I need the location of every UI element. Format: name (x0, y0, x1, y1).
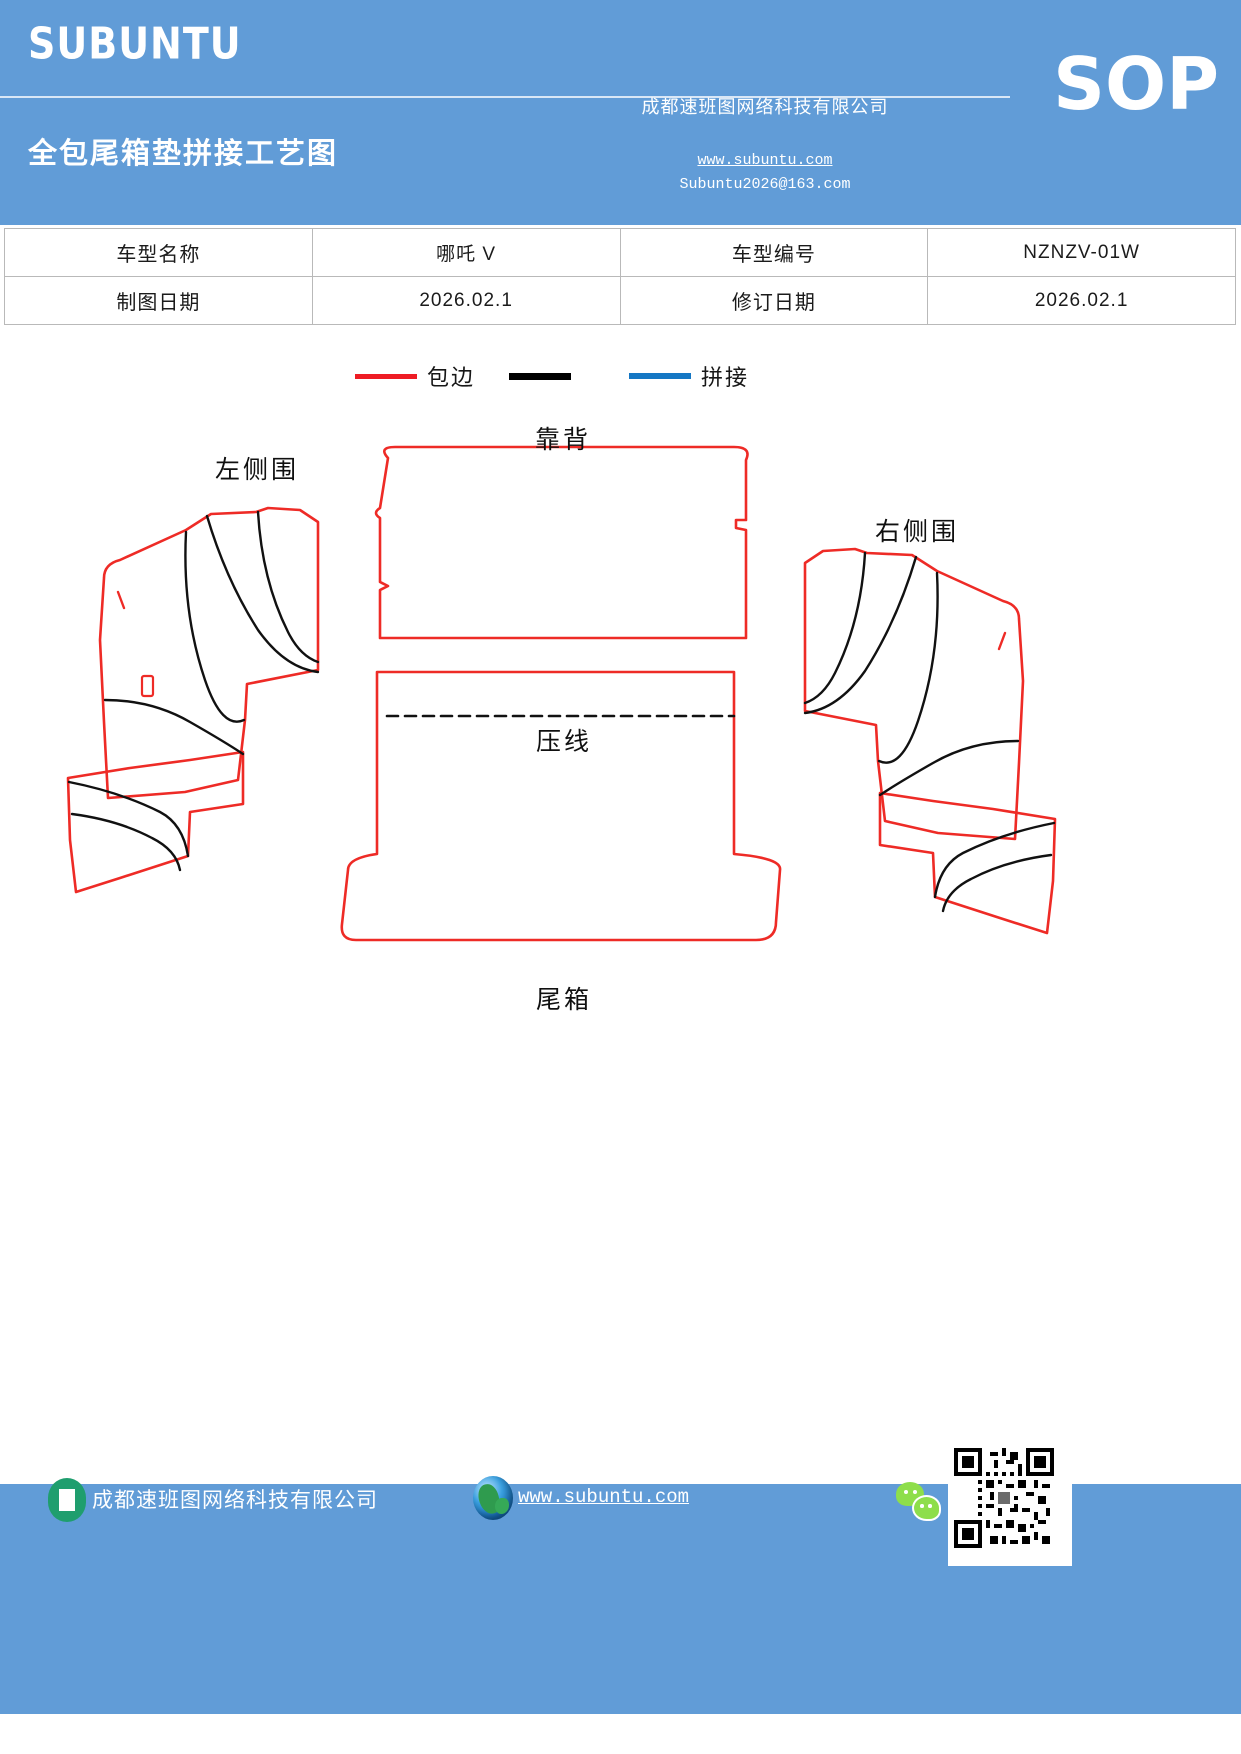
legend-swatch-splice-black-icon (509, 372, 572, 380)
pattern-svg (66, 445, 1057, 942)
building-icon (48, 1478, 86, 1522)
cell-model-code-label: 车型编号 (619, 228, 929, 277)
label-trunk: 尾箱 (536, 987, 593, 1014)
wechat-icon (896, 1482, 942, 1522)
trunk-outline (340, 670, 782, 942)
sop-badge: SOP (1053, 42, 1219, 126)
right-splice-curve-inner (877, 571, 939, 764)
left-lower-splice-2 (70, 812, 182, 872)
backrest-outline (374, 445, 749, 640)
vehicle-info-table: 车型名称 哪吒 V 车型编号 NZNZV-01W 制图日期 2026.02.1 … (4, 228, 1236, 325)
label-left-side: 左侧围 (215, 457, 300, 484)
cell-model-name-label: 车型名称 (4, 228, 313, 277)
legend-swatch-splice-blue-icon (629, 373, 692, 379)
left-splice-curve-outer (205, 514, 320, 674)
left-splice-curve-mid (256, 510, 320, 664)
document-header: SUBUNTU 全包尾箱垫拼接工艺图 SOP 成都速班图网络科技有限公司 www… (0, 0, 1241, 225)
cell-draw-date-label: 制图日期 (4, 276, 313, 325)
left-notch-slit (116, 590, 126, 610)
left-lower-strip-outline (66, 750, 245, 894)
cell-draw-date-value: 2026.02.1 (311, 276, 621, 325)
brand-logo-text: SUBUNTU (28, 18, 242, 69)
label-crease-line: 压线 (536, 729, 593, 756)
trunk-mat-pattern-drawing: 靠背 左侧围 右侧围 压线 尾箱 (0, 400, 1241, 1050)
header-website-link[interactable]: www.subuntu.com (697, 152, 833, 169)
table-row: 制图日期 2026.02.1 修订日期 2026.02.1 (4, 276, 1236, 325)
legend-swatch-binding-icon (355, 373, 417, 379)
right-lower-splice-1 (933, 821, 1056, 899)
label-right-side: 右侧围 (875, 519, 960, 546)
right-notch-slit (997, 631, 1007, 651)
left-lower-splice-1 (67, 780, 190, 858)
header-company-name: 成都速班图网络科技有限公司 (641, 97, 889, 117)
label-backrest: 靠背 (535, 427, 592, 454)
header-divider (0, 96, 1010, 98)
cell-revise-date-label: 修订日期 (619, 276, 929, 325)
left-splice-curve-inner (184, 530, 246, 723)
cell-model-code-value: NZNZV-01W (927, 228, 1236, 277)
cell-revise-date-value: 2026.02.1 (927, 276, 1236, 325)
legend-label-splice: 拼接 (701, 365, 750, 390)
legend-label-binding: 包边 (427, 365, 476, 390)
left-notch-rect (140, 674, 155, 698)
legend: 包边 拼接 (0, 360, 1241, 400)
header-email[interactable]: Subuntu2026@163.com (679, 176, 851, 193)
right-lower-strip-outline (878, 791, 1057, 935)
page-title: 全包尾箱垫拼接工艺图 (28, 136, 339, 170)
left-side-outline (98, 506, 320, 800)
globe-icon (473, 1476, 513, 1520)
left-splice-long-curve (103, 698, 245, 756)
right-splice-curve-outer (803, 555, 918, 715)
right-side-outline (803, 547, 1025, 841)
right-splice-curve-mid (803, 551, 867, 705)
footer-website-link[interactable]: www.subuntu.com (518, 1486, 690, 1508)
qr-code (948, 1442, 1072, 1566)
right-lower-splice-2 (941, 853, 1053, 913)
right-splice-long-curve (878, 739, 1020, 797)
cell-model-name-value: 哪吒 V (311, 228, 621, 277)
footer-company-name: 成都速班图网络科技有限公司 (92, 1488, 378, 1512)
table-row: 车型名称 哪吒 V 车型编号 NZNZV-01W (4, 228, 1236, 277)
